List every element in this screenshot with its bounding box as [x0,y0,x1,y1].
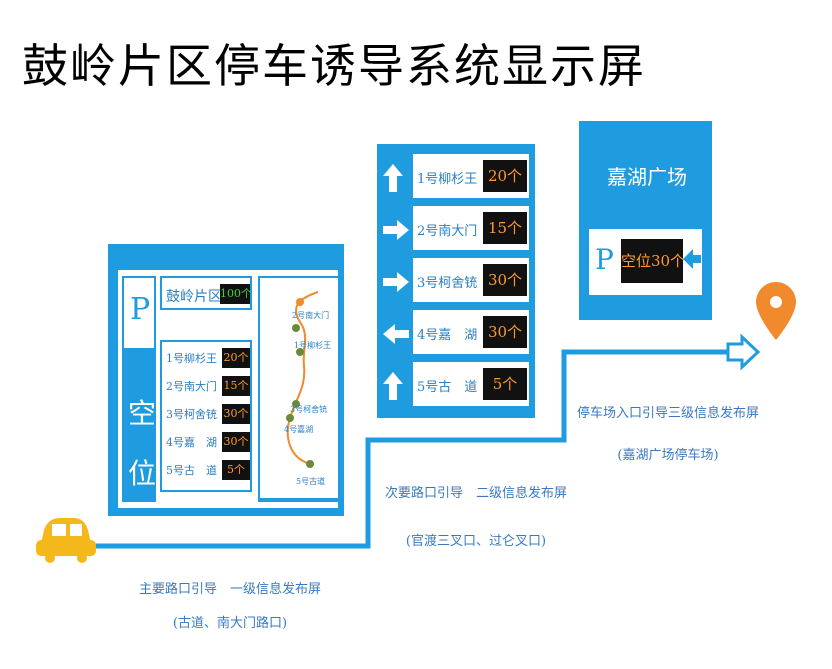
right-arrow-icon [383,220,409,240]
level1-lot-name: 3号柯舍铳 [166,408,217,421]
level2-lot-value: 30个 [483,264,527,296]
level2-lot-name: 4号嘉 湖 [417,328,478,343]
level2-lot-value: 20个 [483,160,527,192]
level1-lot-value: 30个 [222,404,250,424]
up-arrow-icon [383,164,403,192]
area-value: 100个 [220,284,252,304]
level2-lot-name: 3号柯舍铳 [417,276,478,291]
mini-map-label: 1号柳杉王 [294,341,332,350]
level1-lot-name: 5号古 道 [166,464,217,477]
level3-board: 嘉湖广场 P 空位30个 [579,121,712,320]
hollow-arrow-icon [726,333,761,371]
level3-p-label: P [595,243,614,276]
area-name: 鼓岭片区 [166,289,222,305]
mini-map-label: 3号柯舍铳 [290,405,328,414]
level2-lot-value: 30个 [483,316,527,348]
parking-p-label: P [130,292,151,327]
page-title: 鼓岭片区停车诱导系统显示屏 [22,39,646,93]
level2-lot-name: 2号南大门 [417,224,478,239]
level1-lot-name: 1号柳杉王 [166,352,217,365]
level3-vacancy: 空位30个 [621,239,685,283]
route-line [92,349,738,549]
level1-sub-caption: (古道、南大门路口) [172,616,288,631]
level2-lot-name: 5号古 道 [417,380,478,395]
location-pin-icon [756,282,796,340]
level1-caption: 主要路口引导 一级信息发布屏 [138,582,321,597]
mini-map-label: 5号古道 [296,477,326,486]
level1-lot-value: 20个 [222,348,250,368]
left-arrow-icon [383,324,409,344]
level2-lot-value: 15个 [483,212,527,244]
mini-map-label: 4号嘉湖 [284,425,314,434]
level2-sub-caption: (官渡三叉口、过仑叉口) [405,534,547,549]
vacancy-label: 空位 [128,397,157,490]
level2-lot-name: 1号柳杉王 [417,172,478,187]
mini-map-label: 2号南大门 [292,311,330,320]
left-arrow-icon [683,249,701,269]
level1-lot-value: 5个 [222,460,250,480]
level1-board: P 空位 鼓岭片区 100个 1号柳杉王 20个 2号南大门 15个 3号柯舍铳 30个 4… [108,244,344,516]
level2-caption: 次要路口引导 二级信息发布屏 [384,486,567,501]
level3-name: 嘉湖广场 [607,165,687,189]
right-arrow-icon [383,272,409,292]
level1-lot-name: 2号南大门 [166,380,217,393]
level2-board: 1号柳杉王 20个 2号南大门 15个 3号柯舍铳 30个 4号嘉 湖 30个 5号古 道 5个 [377,144,535,418]
level1-lot-value: 15个 [222,376,250,396]
level3-caption: 停车场入口引导三级信息发布屏 [576,406,759,421]
up-arrow-icon [383,372,403,400]
level1-lot-value: 30个 [222,432,250,452]
mini-map [286,291,319,468]
car-icon [36,518,96,563]
level1-lot-name: 4号嘉 湖 [166,436,217,449]
level2-lot-value: 5个 [483,368,527,400]
level3-sub-caption: (嘉湖广场停车场) [617,448,719,463]
